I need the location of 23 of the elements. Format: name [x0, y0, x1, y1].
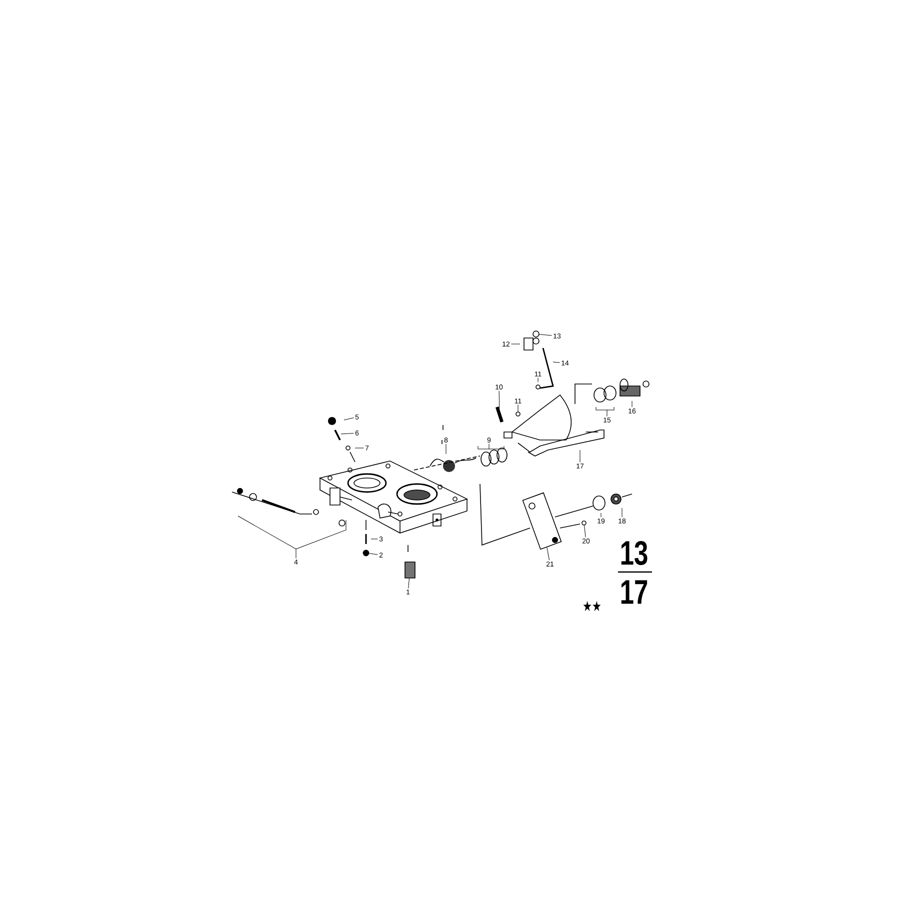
leader-line [600, 512, 602, 518]
leader-line [340, 432, 354, 434]
leader-line [552, 362, 560, 363]
leader-line [344, 418, 354, 420]
index-number: 13 [621, 540, 648, 566]
leader-line [408, 578, 410, 588]
leader-line [238, 516, 346, 558]
washer [516, 412, 520, 416]
star-marks: ★★ [583, 600, 601, 612]
leader-line [478, 444, 504, 450]
leader-line [539, 334, 552, 336]
nut [362, 550, 370, 556]
leader-line [546, 547, 550, 560]
leader-line [584, 525, 586, 538]
leader-line [368, 553, 378, 555]
leader-line [596, 406, 614, 416]
washer [582, 520, 586, 526]
bolt [404, 562, 416, 578]
bracket-plate [522, 492, 562, 550]
index-number: 17 [621, 580, 648, 604]
leader-line [498, 390, 500, 410]
leader-line [370, 538, 378, 540]
washer [532, 330, 540, 338]
